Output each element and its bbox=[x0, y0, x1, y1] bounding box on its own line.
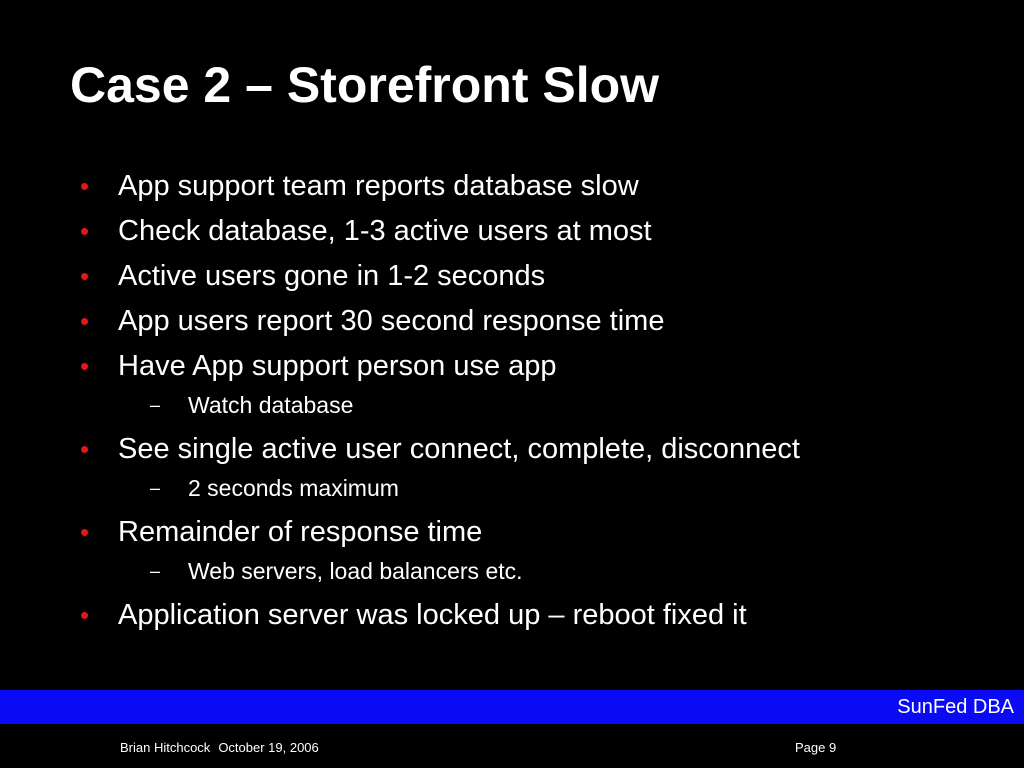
bullet-text: Application server was locked up – reboo… bbox=[118, 599, 747, 631]
sub-bullet-marker: – bbox=[150, 561, 161, 581]
bullet-item: • Have App support person use app bbox=[80, 346, 1000, 391]
footer-byline: Brian Hitchcock October 19, 2006 bbox=[120, 740, 319, 755]
sub-bullet-item: – Web servers, load balancers etc. bbox=[80, 557, 1000, 595]
bullet-item: • App support team reports database slow bbox=[80, 166, 1000, 211]
page-number: Page 9 bbox=[795, 740, 837, 755]
bullet-marker: • bbox=[80, 517, 90, 547]
sub-bullet-item: – 2 seconds maximum bbox=[80, 474, 1000, 512]
bullet-list: • App support team reports database slow… bbox=[80, 166, 1000, 640]
footer-date: October 19, 2006 bbox=[218, 740, 319, 755]
bullet-item: • Remainder of response time bbox=[80, 512, 1000, 557]
bullet-marker: • bbox=[80, 306, 90, 336]
bullet-item: • Active users gone in 1-2 seconds bbox=[80, 256, 1000, 301]
sub-bullet-text: Watch database bbox=[188, 392, 354, 418]
sub-bullet-text: Web servers, load balancers etc. bbox=[188, 558, 523, 584]
bullet-text: Check database, 1-3 active users at most bbox=[118, 215, 652, 247]
slide-title: Case 2 – Storefront Slow bbox=[70, 57, 660, 113]
bullet-item: • App users report 30 second response ti… bbox=[80, 301, 1000, 346]
sub-bullet-marker: – bbox=[150, 478, 161, 498]
sub-bullet-text: 2 seconds maximum bbox=[188, 475, 399, 501]
bullet-text: App users report 30 second response time bbox=[118, 305, 665, 337]
footer-accent-band: SunFed DBA bbox=[0, 690, 1024, 724]
bullet-text: Have App support person use app bbox=[118, 350, 557, 382]
bullet-text: Remainder of response time bbox=[118, 516, 483, 548]
bullet-marker: • bbox=[80, 261, 90, 291]
sub-bullet-item: – Watch database bbox=[80, 391, 1000, 429]
bullet-item: • See single active user connect, comple… bbox=[80, 429, 1000, 474]
sub-bullet-marker: – bbox=[150, 395, 161, 415]
organization-label: SunFed DBA bbox=[897, 696, 1014, 718]
bullet-text: App support team reports database slow bbox=[118, 170, 639, 202]
bullet-item: • Application server was locked up – reb… bbox=[80, 595, 1000, 640]
bullet-item: • Check database, 1-3 active users at mo… bbox=[80, 211, 1000, 256]
bullet-marker: • bbox=[80, 216, 90, 246]
footer-author: Brian Hitchcock bbox=[120, 740, 211, 755]
bullet-text: See single active user connect, complete… bbox=[118, 433, 800, 465]
bullet-marker: • bbox=[80, 600, 90, 630]
bullet-marker: • bbox=[80, 434, 90, 464]
bullet-marker: • bbox=[80, 351, 90, 381]
bullet-marker: • bbox=[80, 171, 90, 201]
bullet-text: Active users gone in 1-2 seconds bbox=[118, 260, 546, 292]
